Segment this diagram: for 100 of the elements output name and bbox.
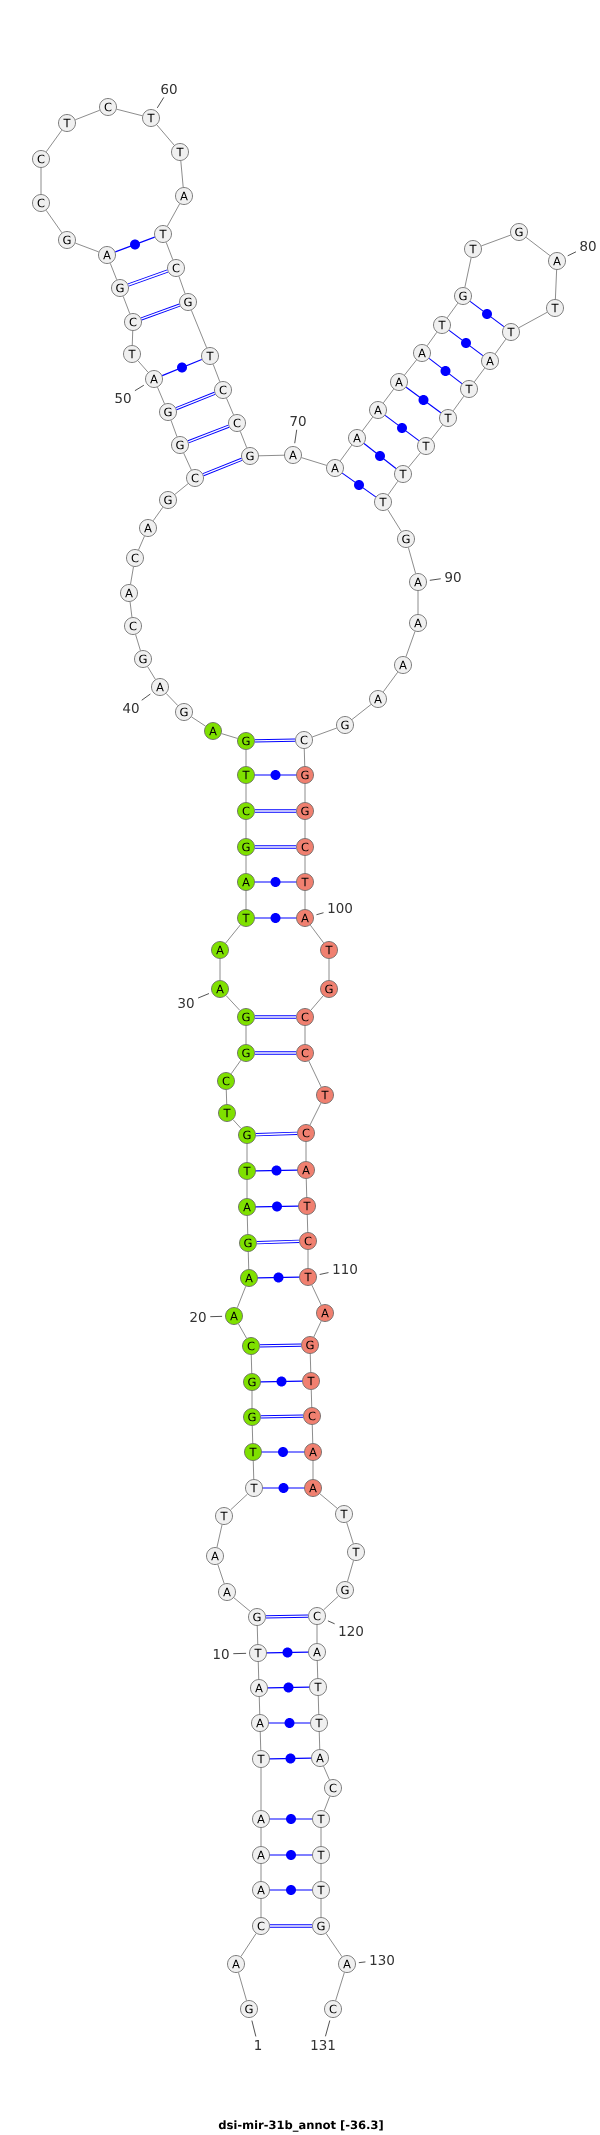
base-pair-line bbox=[127, 269, 169, 287]
backbone-line bbox=[236, 1285, 247, 1309]
leader-line bbox=[251, 2020, 257, 2037]
backbone-line bbox=[320, 1863, 322, 1882]
backbone-line bbox=[361, 416, 374, 432]
backbone-line bbox=[257, 1661, 260, 1680]
leader-line bbox=[141, 693, 151, 701]
backbone-line bbox=[464, 257, 472, 288]
backbone-line bbox=[166, 203, 181, 227]
backbone-line bbox=[554, 269, 558, 300]
backbone-line bbox=[351, 704, 372, 720]
leader-line bbox=[156, 97, 165, 109]
backbone-line bbox=[238, 1972, 247, 2001]
backbone-line bbox=[346, 1522, 354, 1544]
backbone-line bbox=[323, 1795, 331, 1812]
backbone-line bbox=[311, 1424, 314, 1444]
base-pair-line bbox=[269, 1850, 313, 1860]
backbone-line bbox=[247, 1251, 250, 1270]
position-number: 1 bbox=[255, 2040, 262, 2050]
backbone-line bbox=[307, 1249, 309, 1269]
backbone-line bbox=[431, 424, 443, 440]
base-pair-line bbox=[265, 1614, 309, 1619]
backbone-line bbox=[407, 547, 417, 574]
backbone-line bbox=[219, 958, 221, 981]
position-number: 130 bbox=[370, 1954, 394, 1966]
backbone-line bbox=[304, 1025, 306, 1045]
title: dsi-mir-31b_annot [-36.3] bbox=[218, 2120, 383, 2132]
backbone-line bbox=[246, 1143, 248, 1163]
backbone-line bbox=[130, 566, 134, 585]
backbone-line bbox=[245, 855, 247, 874]
base-pair-line bbox=[269, 1924, 313, 1928]
backbone-line bbox=[323, 1765, 330, 1781]
backbone-line bbox=[131, 330, 134, 346]
backbone-line bbox=[156, 124, 175, 146]
backbone-line bbox=[480, 234, 512, 247]
base-pair-line bbox=[202, 457, 243, 477]
backbone-line bbox=[251, 1425, 254, 1444]
leader-line bbox=[197, 993, 210, 999]
backbone-line bbox=[260, 1767, 262, 1811]
position-number: 20 bbox=[190, 1311, 206, 1323]
backbone-line bbox=[319, 1493, 338, 1509]
base-pair-line bbox=[254, 809, 297, 813]
base-pair-line bbox=[469, 300, 505, 328]
leader-line bbox=[429, 578, 442, 581]
backbone-line bbox=[190, 309, 208, 349]
backbone-line bbox=[245, 749, 247, 767]
backbone-line bbox=[245, 1025, 247, 1045]
backbone-line bbox=[317, 1695, 320, 1715]
backbone-line bbox=[260, 1898, 262, 1918]
backbone-line bbox=[325, 1932, 343, 1958]
position-number: 90 bbox=[445, 571, 461, 583]
base-pair-line bbox=[254, 1051, 297, 1055]
backbone-line bbox=[245, 819, 247, 839]
base-pair-line bbox=[256, 1239, 300, 1245]
backbone-line bbox=[347, 1560, 354, 1582]
backbone-line bbox=[152, 506, 164, 522]
backbone-line bbox=[446, 302, 459, 319]
base-pair-line bbox=[260, 1376, 303, 1387]
backbone-line bbox=[301, 457, 327, 466]
backbone-line bbox=[225, 1089, 228, 1105]
backbone-line bbox=[217, 1564, 225, 1584]
backbone-line bbox=[129, 601, 133, 618]
backbone-line bbox=[426, 331, 438, 347]
base-pair-line bbox=[254, 1015, 297, 1019]
backbone-line bbox=[305, 1141, 307, 1162]
base-pair-line bbox=[260, 1414, 304, 1419]
backbone-line bbox=[245, 783, 247, 803]
position-number: 131 bbox=[311, 2039, 335, 2051]
backbone-line bbox=[74, 109, 101, 121]
position-number: 10 bbox=[213, 1648, 229, 1660]
backbone-line bbox=[45, 209, 63, 234]
backbone-line bbox=[323, 1595, 339, 1611]
backbone-line bbox=[178, 275, 186, 295]
base-pair-line bbox=[140, 303, 181, 321]
backbone-line bbox=[233, 1597, 251, 1612]
backbone-line bbox=[316, 1660, 319, 1679]
base-pair-line bbox=[187, 424, 230, 444]
backbone-line bbox=[230, 1059, 242, 1075]
base-pair-line bbox=[259, 1343, 302, 1348]
backbone-line bbox=[116, 108, 143, 117]
backbone-line bbox=[258, 1696, 261, 1715]
position-number: 40 bbox=[123, 702, 139, 714]
backbone-line bbox=[232, 1119, 242, 1129]
backbone-line bbox=[494, 338, 507, 355]
backbone-line bbox=[221, 733, 238, 739]
position-number: 50 bbox=[115, 392, 131, 404]
base-pair-line bbox=[384, 414, 420, 442]
position-number: 80 bbox=[580, 240, 596, 252]
backbone-line bbox=[518, 311, 548, 329]
backbone-line bbox=[122, 295, 131, 315]
base-pair-line bbox=[254, 738, 296, 743]
backbone-line bbox=[303, 748, 306, 767]
base-pair-line bbox=[255, 1165, 298, 1176]
backbone-line bbox=[311, 1284, 322, 1306]
leader-line bbox=[319, 1272, 329, 1275]
backbone-line bbox=[525, 236, 551, 257]
base-pair-line bbox=[428, 357, 463, 385]
base-pair-line bbox=[341, 472, 377, 498]
backbone-line bbox=[165, 692, 179, 707]
backbone-line bbox=[170, 419, 178, 438]
